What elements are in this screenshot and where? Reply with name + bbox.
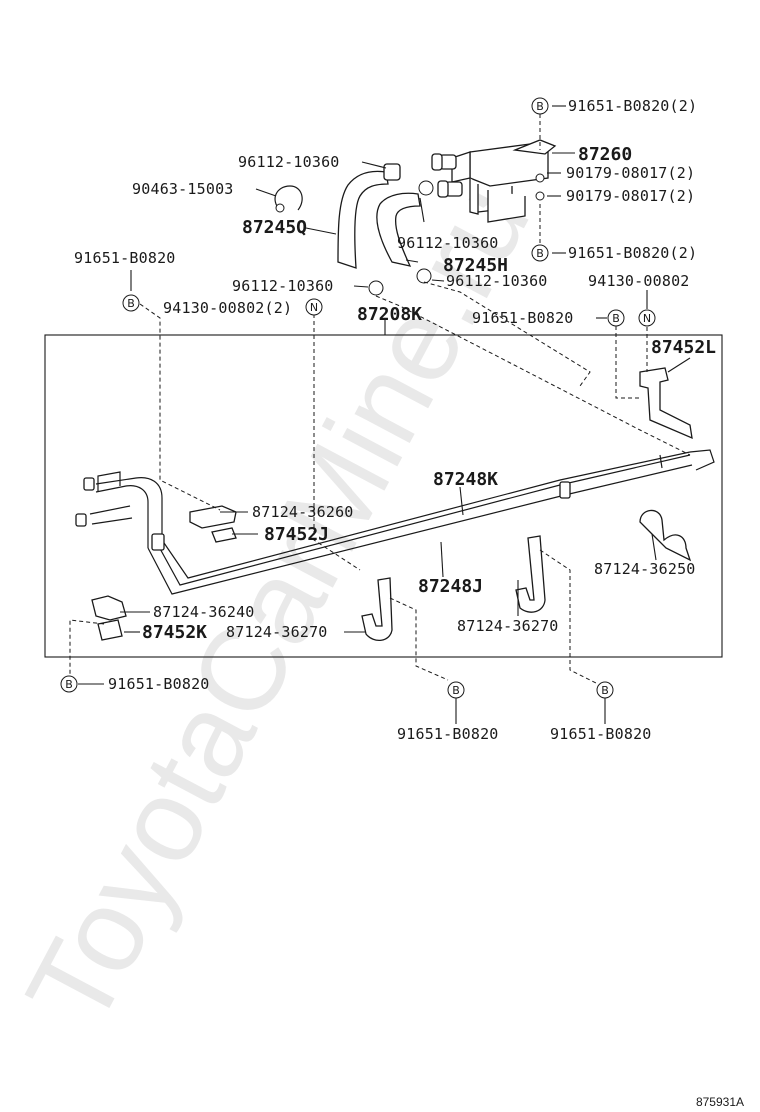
part-label-c30: 91651-B0820: [550, 725, 652, 743]
fastener-n-symbol: N: [305, 298, 323, 316]
clamp-87124-36270-right: [515, 535, 546, 613]
svg-text:B: B: [536, 247, 544, 260]
svg-text:N: N: [643, 312, 651, 325]
svg-text:B: B: [127, 297, 135, 310]
svg-text:B: B: [612, 312, 620, 325]
part-label-c16: 87208K: [357, 304, 422, 325]
part-label-c3: 96112-10360: [238, 153, 340, 171]
clamp-87124-36270-middle: [361, 577, 393, 641]
part-label-c13: 96112-10360: [446, 272, 548, 290]
part-label-c2: 87260: [578, 144, 632, 165]
part-label-c23: 87124-36250: [594, 560, 696, 578]
part-label-c18: 87452L: [651, 337, 716, 358]
part-label-c17: 91651-B0820: [472, 309, 574, 327]
dashed-references: [69, 114, 691, 685]
clamp-87124-36240: [91, 595, 127, 621]
part-label-c20: 87124-36260: [252, 503, 354, 521]
part-label-c6: 90179-08017(2): [566, 187, 695, 205]
part-label-c5: 90463-15003: [132, 180, 234, 198]
part-label-c4: 90179-08017(2): [566, 164, 695, 182]
part-label-c8: 96112-10360: [397, 234, 499, 252]
part-label-c19: 87248K: [433, 469, 498, 490]
part-label-c7: 87245Q: [242, 217, 307, 238]
clip-90463-end: [275, 203, 285, 213]
bracket-87452l: [639, 367, 693, 440]
part-label-c26: 87124-36270: [226, 623, 328, 641]
fastener-b-symbol: B: [531, 97, 549, 115]
clip-90463: [274, 185, 303, 211]
clamp-87124-36250: [639, 509, 692, 562]
diagram-reference-code: 875931A: [696, 1095, 744, 1109]
svg-text:B: B: [452, 684, 460, 697]
fastener-b-symbol: B: [60, 675, 78, 693]
part-label-c22: 87248J: [418, 576, 483, 597]
fastener-b-symbol: B: [607, 309, 625, 327]
part-label-c9: 91651-B0820: [74, 249, 176, 267]
part-label-c21: 87452J: [264, 524, 329, 545]
clamp-87124-36260: [189, 505, 237, 529]
part-label-c15: 94130-00802(2): [163, 299, 292, 317]
bracket-87452j: [211, 527, 237, 543]
fastener-b-symbol: B: [122, 294, 140, 312]
part-label-c14: 94130-00802: [588, 272, 690, 290]
part-label-c10: 87245H: [443, 255, 508, 276]
assembly-frame: [44, 334, 723, 658]
part-label-c12: 96112-10360: [232, 277, 334, 295]
part-label-c28: 91651-B0820: [108, 675, 210, 693]
svg-text:N: N: [310, 301, 318, 314]
fastener-b-symbol: B: [596, 681, 614, 699]
part-label-c27: 87124-36270: [457, 617, 559, 635]
watermark: ToyotaCarMine.ru: [1, 163, 555, 1047]
part-label-c29: 91651-B0820: [397, 725, 499, 743]
hose-87245q: [337, 163, 401, 296]
part-label-c11: 91651-B0820(2): [568, 244, 697, 262]
bracket-87452k: [97, 619, 123, 641]
svg-text:B: B: [536, 100, 544, 113]
part-label-c1: 91651-B0820(2): [568, 97, 697, 115]
fastener-b-symbol: B: [447, 681, 465, 699]
fastener-n-symbol: N: [638, 309, 656, 327]
part-label-c25: 87452K: [142, 622, 207, 643]
heater-pipe-assembly: [75, 449, 715, 595]
svg-text:B: B: [65, 678, 73, 691]
leader-lines: [78, 105, 691, 724]
water-valve-87260: [431, 139, 557, 223]
fastener-b-symbol: B: [531, 244, 549, 262]
svg-text:B: B: [601, 684, 609, 697]
part-label-c24: 87124-36240: [153, 603, 255, 621]
hose-87245h: [376, 180, 434, 284]
